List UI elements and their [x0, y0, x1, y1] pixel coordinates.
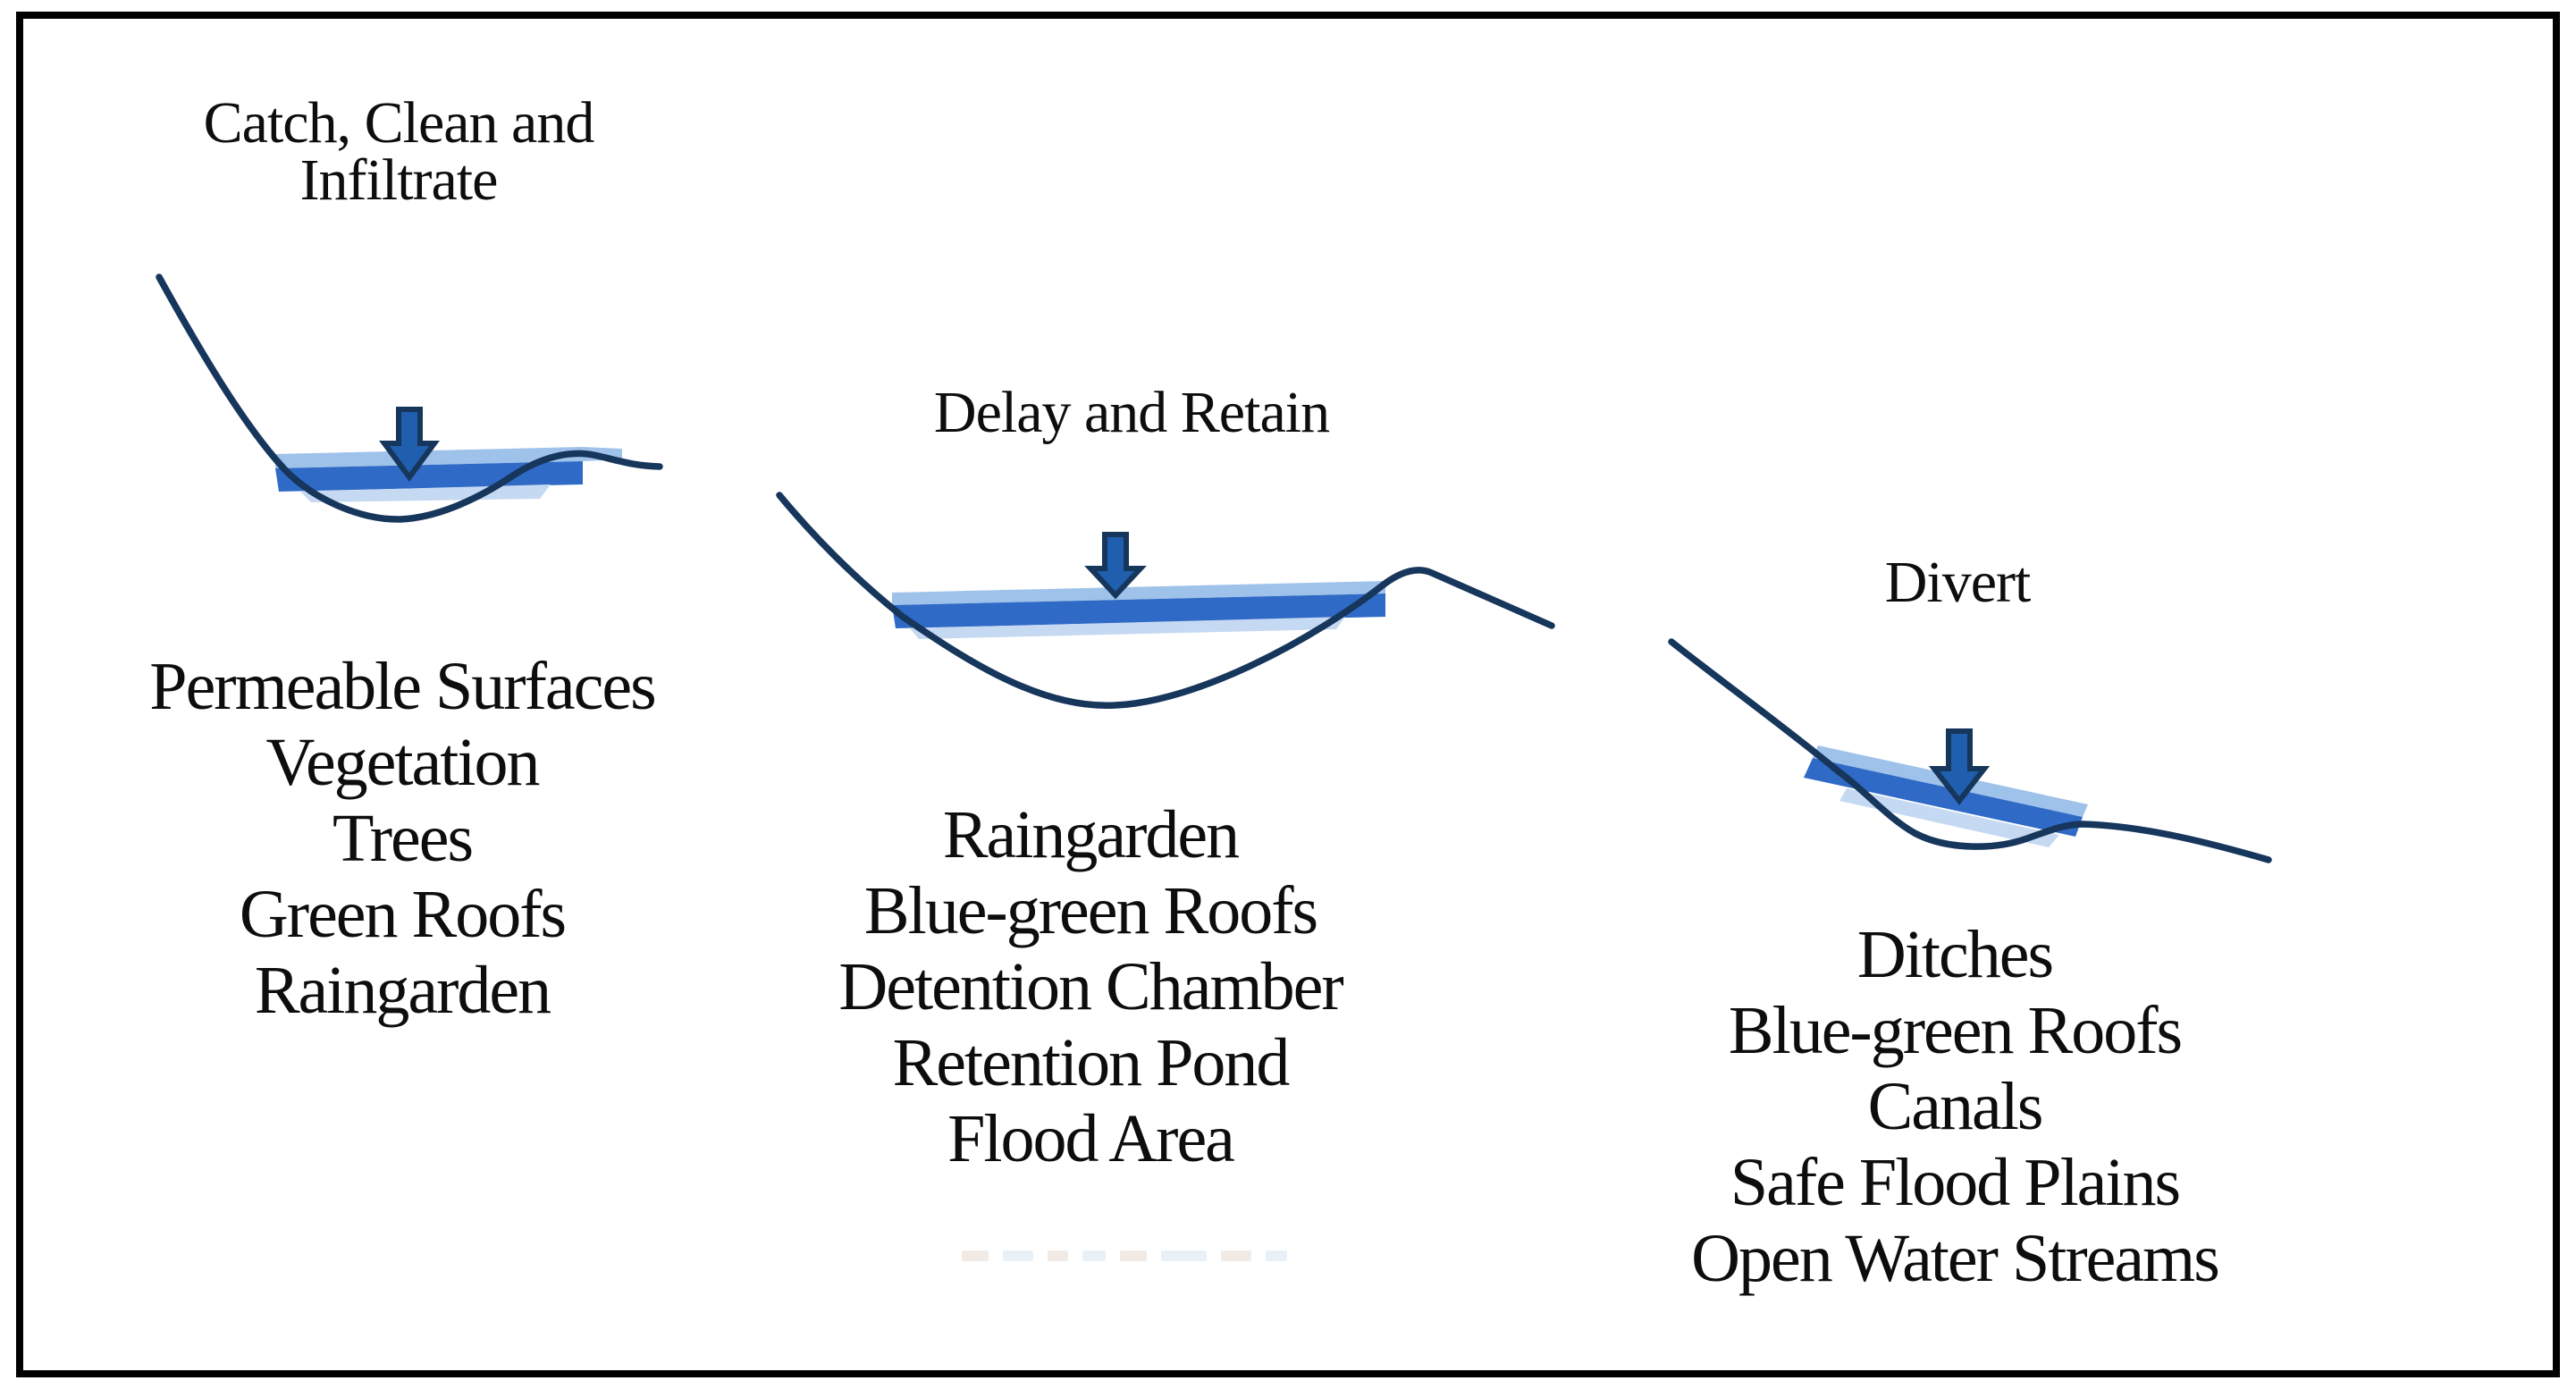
diversion-slope-diagram [1668, 638, 2272, 863]
title-line: Catch, Clean and [203, 90, 595, 156]
down-arrow-icon [1084, 532, 1147, 600]
list-item: Trees [332, 801, 474, 876]
terrain-line [776, 492, 1555, 710]
terrain-line [1668, 638, 2272, 863]
list-item: Raingarden [942, 797, 1240, 872]
water-underside-highlight [910, 617, 1345, 639]
list-item: Flood Area [947, 1101, 1235, 1176]
list-item: Permeable Surfaces [149, 649, 656, 724]
list-item: Vegetation [265, 725, 540, 800]
list-item: Blue-green Roofs [1728, 993, 2183, 1068]
list-item: Blue-green Roofs [863, 873, 1318, 948]
water-surface [1804, 758, 2083, 837]
list-item: Raingarden [254, 953, 551, 1028]
methods-list-delay-and-retain: Raingarden Blue-green Roofs Detention Ch… [688, 797, 1493, 1177]
list-item: Retention Pond [892, 1025, 1291, 1100]
down-arrow-icon [1928, 728, 1991, 805]
faded-text-artifact [962, 1250, 1301, 1261]
list-item: Canals [1867, 1069, 2044, 1144]
list-item: Green Roofs [239, 877, 567, 952]
list-item: Detention Chamber [838, 949, 1343, 1024]
infiltration-basin-diagram [156, 274, 663, 523]
figure-border [16, 12, 2560, 1377]
section-title-delay-and-retain: Delay and Retain [729, 380, 1534, 445]
methods-list-divert: Ditches Blue-green Roofs Canals Safe Flo… [1553, 917, 2357, 1297]
retention-basin-diagram [776, 492, 1555, 710]
title-line: Infiltrate [299, 147, 499, 213]
methods-list-catch-clean-infiltrate: Permeable Surfaces Vegetation Trees Gree… [0, 649, 804, 1029]
down-arrow-icon [379, 407, 440, 483]
title-line: Divert [1884, 550, 2032, 615]
list-item: Safe Flood Plains [1730, 1145, 2181, 1220]
title-line: Delay and Retain [933, 380, 1330, 445]
section-title-divert: Divert [1555, 550, 2360, 615]
list-item: Ditches [1856, 917, 2054, 992]
list-item: Open Water Streams [1691, 1221, 2220, 1296]
water-surface-highlight [275, 447, 622, 468]
water-surface-highlight [892, 581, 1385, 605]
section-title-catch-clean-infiltrate: Catch, Clean and Infiltrate [41, 90, 756, 213]
terrain-line [156, 274, 663, 523]
water-underside-highlight [1839, 788, 2059, 847]
